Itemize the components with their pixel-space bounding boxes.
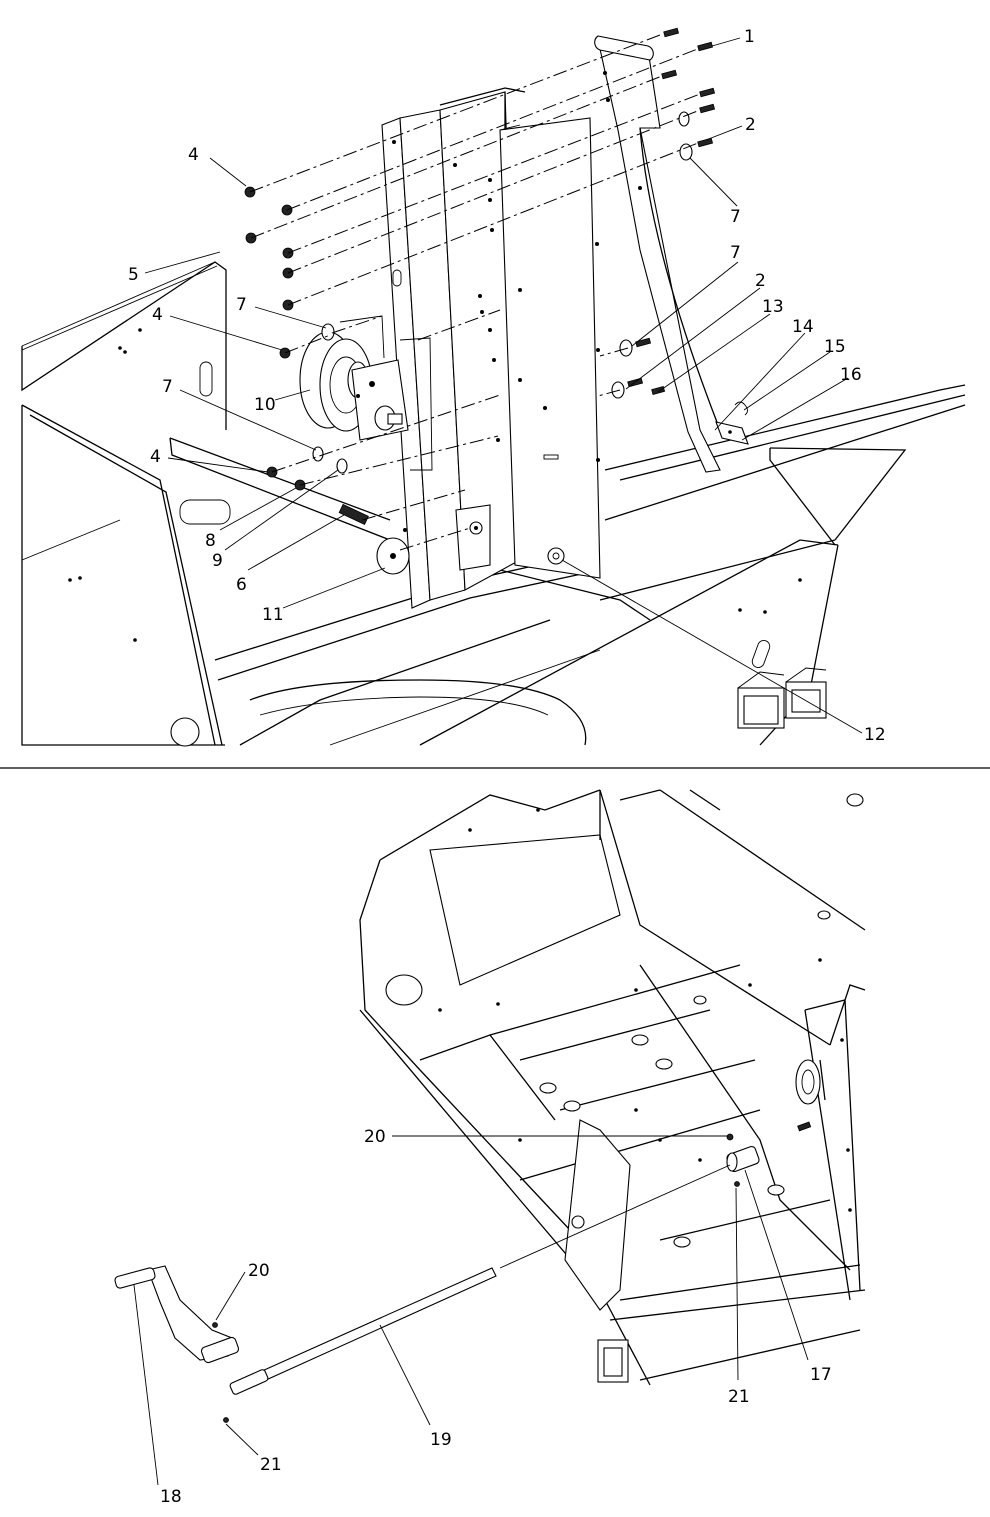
hardware-nuts [244,186,306,491]
crank-handle [114,1265,240,1364]
bottom-assembly-drawing: 20 17 21 19 20 21 18 [114,789,866,1507]
callout-21: 21 [260,1455,282,1475]
callout-2: 2 [745,115,756,135]
top-callouts: 1 2 7 7 2 13 14 15 16 4 5 7 4 10 7 4 8 9… [128,27,886,745]
bottom-callouts: 20 17 21 19 20 21 18 [160,1127,832,1507]
callout-13: 13 [762,297,784,317]
callout-17: 17 [810,1365,832,1385]
callout-10: 10 [254,395,276,415]
body-holes [438,793,864,1292]
callout-18: 18 [160,1487,182,1507]
callout-16: 16 [840,365,862,385]
hardware-washers [312,111,693,474]
callout-7: 7 [162,377,173,397]
callout-6: 6 [236,575,247,595]
winch-assembly [299,331,409,441]
callout-2: 2 [755,271,766,291]
callout-9: 9 [212,551,223,571]
callout-7: 7 [730,207,741,227]
callout-15: 15 [824,337,846,357]
callout-20: 20 [364,1127,386,1147]
callout-21: 21 [728,1387,750,1407]
tower-holes [392,140,600,532]
callout-14: 14 [792,317,814,337]
callout-7: 7 [236,295,247,315]
callout-5: 5 [128,265,139,285]
assembly-lines [249,34,701,551]
callout-4: 4 [152,305,163,325]
callout-11: 11 [262,605,284,625]
callout-19: 19 [430,1430,452,1450]
callout-7: 7 [730,243,741,263]
top-assembly-drawing: 1 2 7 7 2 13 14 15 16 4 5 7 4 10 7 4 8 9… [21,27,966,747]
top-leader-lines [144,37,863,734]
callout-1: 1 [744,27,755,47]
callout-20: 20 [248,1261,270,1281]
bottom-leader-lines [133,1135,809,1486]
callout-4: 4 [188,145,199,165]
callout-4: 4 [150,447,161,467]
callout-12: 12 [864,725,886,745]
crank-shaft [229,1267,497,1395]
hardware-bolts [627,27,716,395]
callout-8: 8 [205,531,216,551]
